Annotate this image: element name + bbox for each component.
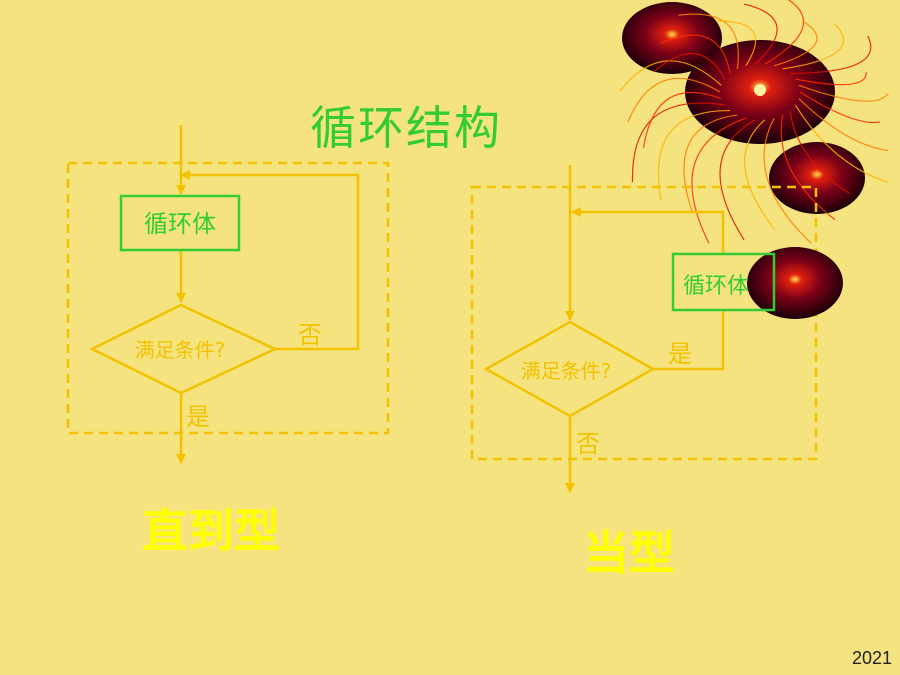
until-body-label: 循环体 — [144, 210, 216, 238]
while-body-label: 循环体 — [683, 274, 749, 299]
page-number: 2021 — [851, 648, 892, 668]
until-body-box — [119, 194, 241, 252]
until-condition-label: 满足条件? — [135, 338, 226, 362]
while-no-label: 否 — [576, 430, 600, 458]
until-loop-dashed-frame — [66, 161, 390, 435]
firework-ornament-icon — [619, 0, 889, 244]
while-yes-branch-line — [653, 311, 725, 371]
while-loop-type-label: 当型 — [583, 526, 675, 580]
while-body-box — [671, 252, 776, 312]
while-yes-label: 是 — [668, 340, 692, 368]
while-condition-label: 满足条件? — [521, 359, 612, 383]
until-no-loopback-arrow — [180, 170, 360, 351]
while-loop-dashed-frame — [470, 185, 818, 461]
while-loopback-arrow — [571, 207, 725, 254]
until-loop-type-label: 直到型 — [142, 504, 280, 558]
while-loop-diagram: 循环体 满足条件? 是 否 — [470, 165, 843, 493]
until-yes-label: 是 — [186, 403, 210, 431]
until-no-label: 否 — [298, 321, 322, 349]
until-loop-diagram: 循环体 满足条件? 否 是 — [66, 125, 390, 464]
slide-title: 循环结构 — [310, 101, 502, 155]
ornament-ball-icon — [747, 247, 843, 319]
